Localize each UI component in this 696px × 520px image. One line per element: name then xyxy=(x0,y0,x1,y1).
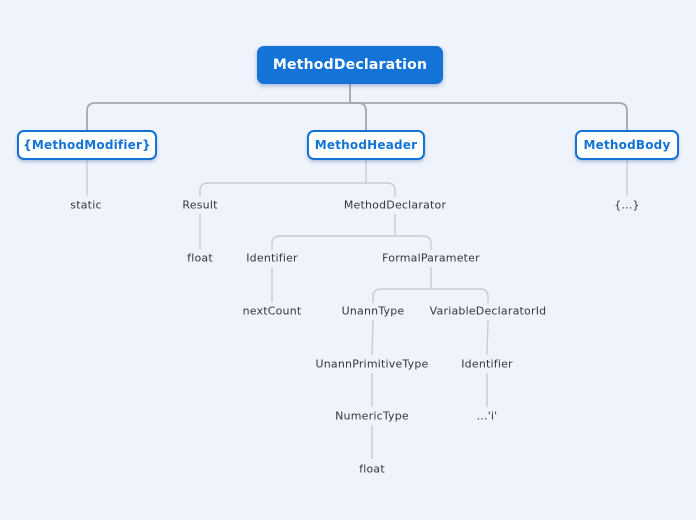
leaf-param-name-literal: ...'i' xyxy=(476,409,498,423)
edge-formalparam-bus xyxy=(372,288,489,303)
leaf-static: static xyxy=(70,198,102,212)
node-method-modifier-label: {MethodModifier} xyxy=(23,138,151,152)
node-method-declaration-label: MethodDeclaration xyxy=(272,57,428,73)
node-method-body-label: MethodBody xyxy=(583,138,671,152)
edge-root-group xyxy=(86,84,628,130)
leaf-numeric-type: NumericType xyxy=(335,409,409,423)
edge-vardeclid-identifier xyxy=(486,319,489,356)
leaf-variable-declarator-id: VariableDeclaratorId xyxy=(429,304,547,318)
edge-root-to-methodheader xyxy=(350,102,367,130)
leaf-next-count: nextCount xyxy=(242,304,302,318)
edge-root-bus xyxy=(86,102,628,130)
leaf-unann-type: UnannType xyxy=(341,304,405,318)
leaf-param-type-float: float xyxy=(359,462,385,476)
leaf-body-braces: {...} xyxy=(614,198,640,212)
leaf-method-declarator: MethodDeclarator xyxy=(343,198,447,212)
edge-sub-group xyxy=(86,160,628,459)
node-method-declaration[interactable]: MethodDeclaration xyxy=(257,46,443,84)
node-method-body[interactable]: MethodBody xyxy=(575,130,679,160)
edge-header-bus xyxy=(199,182,396,197)
leaf-result-type-float: float xyxy=(187,251,213,265)
node-method-header-label: MethodHeader xyxy=(314,138,418,152)
leaf-unann-primitive-type: UnannPrimitiveType xyxy=(315,357,429,371)
leaf-formal-parameter: FormalParameter xyxy=(382,251,480,265)
leaf-param-identifier: Identifier xyxy=(461,357,513,371)
edge-declarator-bus xyxy=(271,235,432,250)
node-method-header[interactable]: MethodHeader xyxy=(307,130,425,160)
leaf-identifier: Identifier xyxy=(246,251,298,265)
leaf-result: Result xyxy=(182,198,218,212)
node-method-modifier[interactable]: {MethodModifier} xyxy=(17,130,157,160)
edge-unanntype-primitive xyxy=(371,319,374,356)
